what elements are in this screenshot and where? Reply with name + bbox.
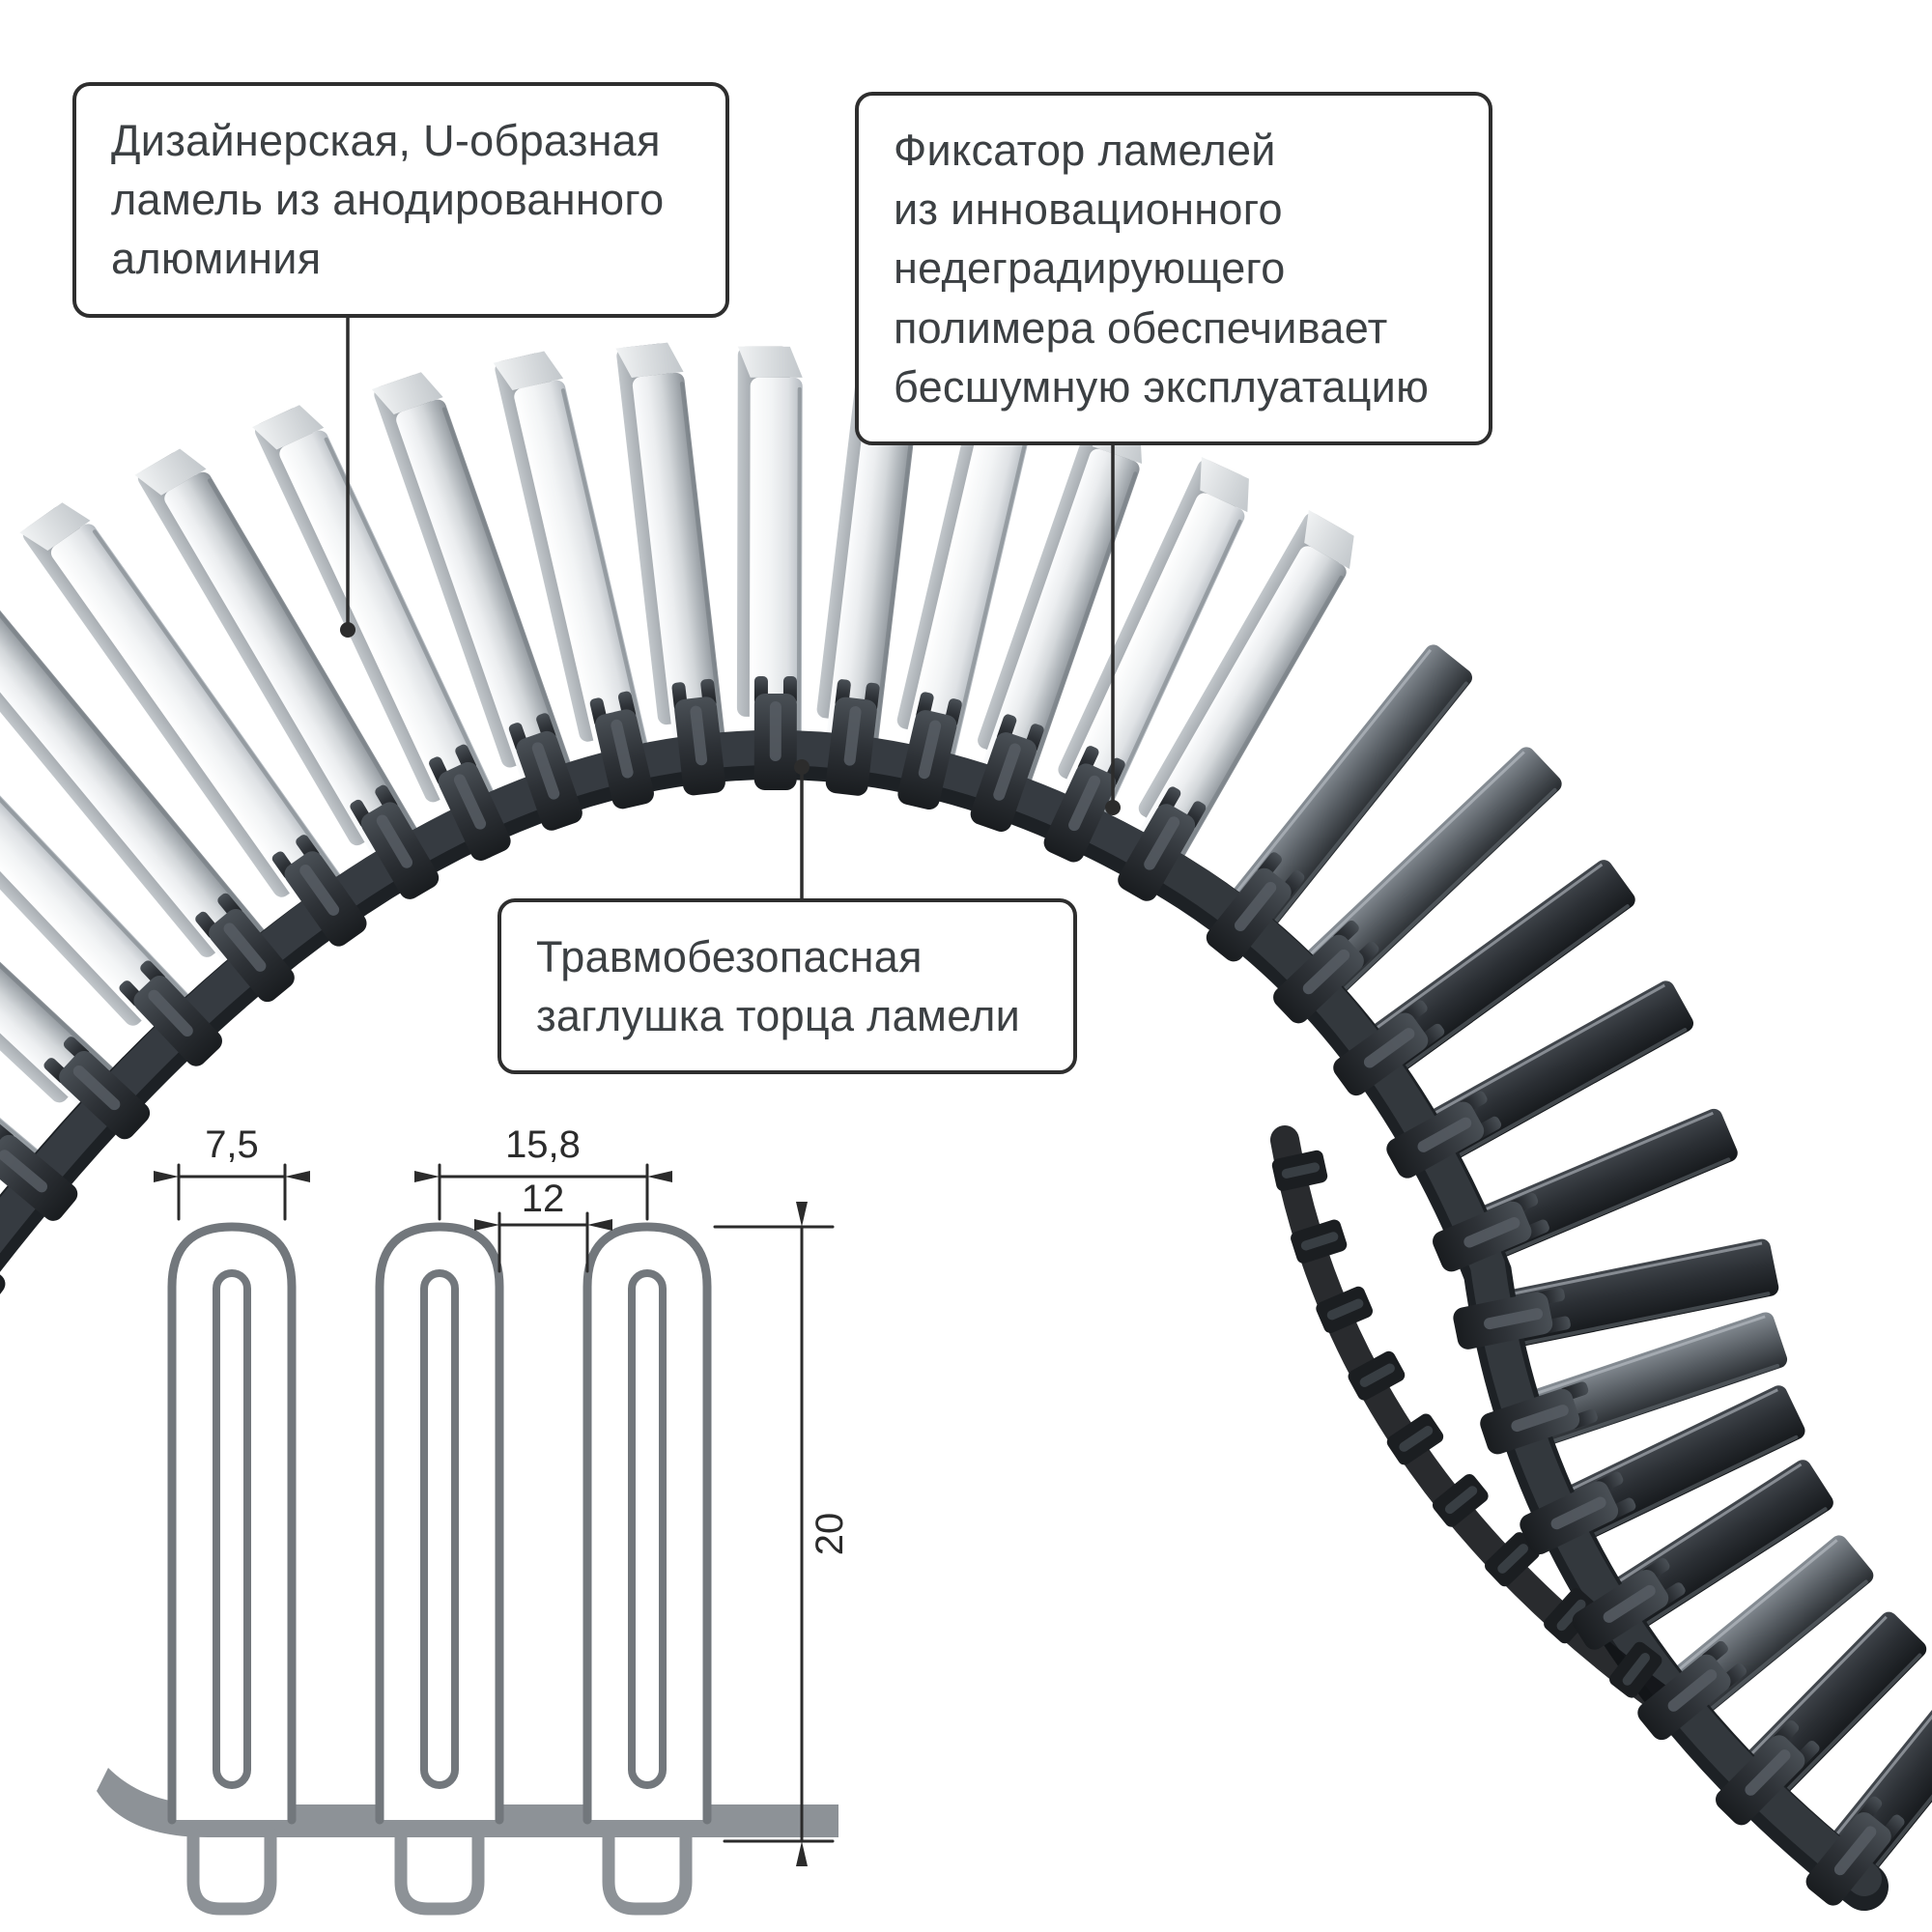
dim-label-pitch: 15,8 — [505, 1123, 581, 1166]
cross-section-drawing: 7,5 15,8 12 20 — [97, 1123, 851, 1916]
callout-lamella: Дизайнерская, U-образная ламель из аноди… — [72, 82, 729, 318]
callout-leader-lines — [340, 232, 1121, 908]
leader-dot-endcap — [794, 759, 810, 775]
callout-fixator-text: Фиксатор ламелей из инновационного недег… — [894, 126, 1430, 412]
dim-label-gap: 12 — [522, 1178, 565, 1220]
callout-endcap-text: Травмобезопасная заглушка торца ламели — [536, 932, 1021, 1041]
callout-lamella-text: Дизайнерская, U-образная ламель из аноди… — [111, 116, 665, 284]
callout-endcap: Травмобезопасная заглушка торца ламели — [497, 898, 1077, 1075]
leader-dot-fixator — [1105, 800, 1121, 815]
lamella-fixators — [0, 675, 1905, 1906]
dim-label-height: 20 — [809, 1513, 851, 1556]
grille-slats — [0, 342, 1354, 1208]
callout-fixator: Фиксатор ламелей из инновационного недег… — [855, 92, 1492, 445]
dimension-lines — [154, 1163, 835, 1866]
leader-dot-lamella — [340, 622, 355, 638]
roll-back-clips — [1271, 1150, 1662, 1698]
dim-label-width: 7,5 — [205, 1123, 259, 1166]
